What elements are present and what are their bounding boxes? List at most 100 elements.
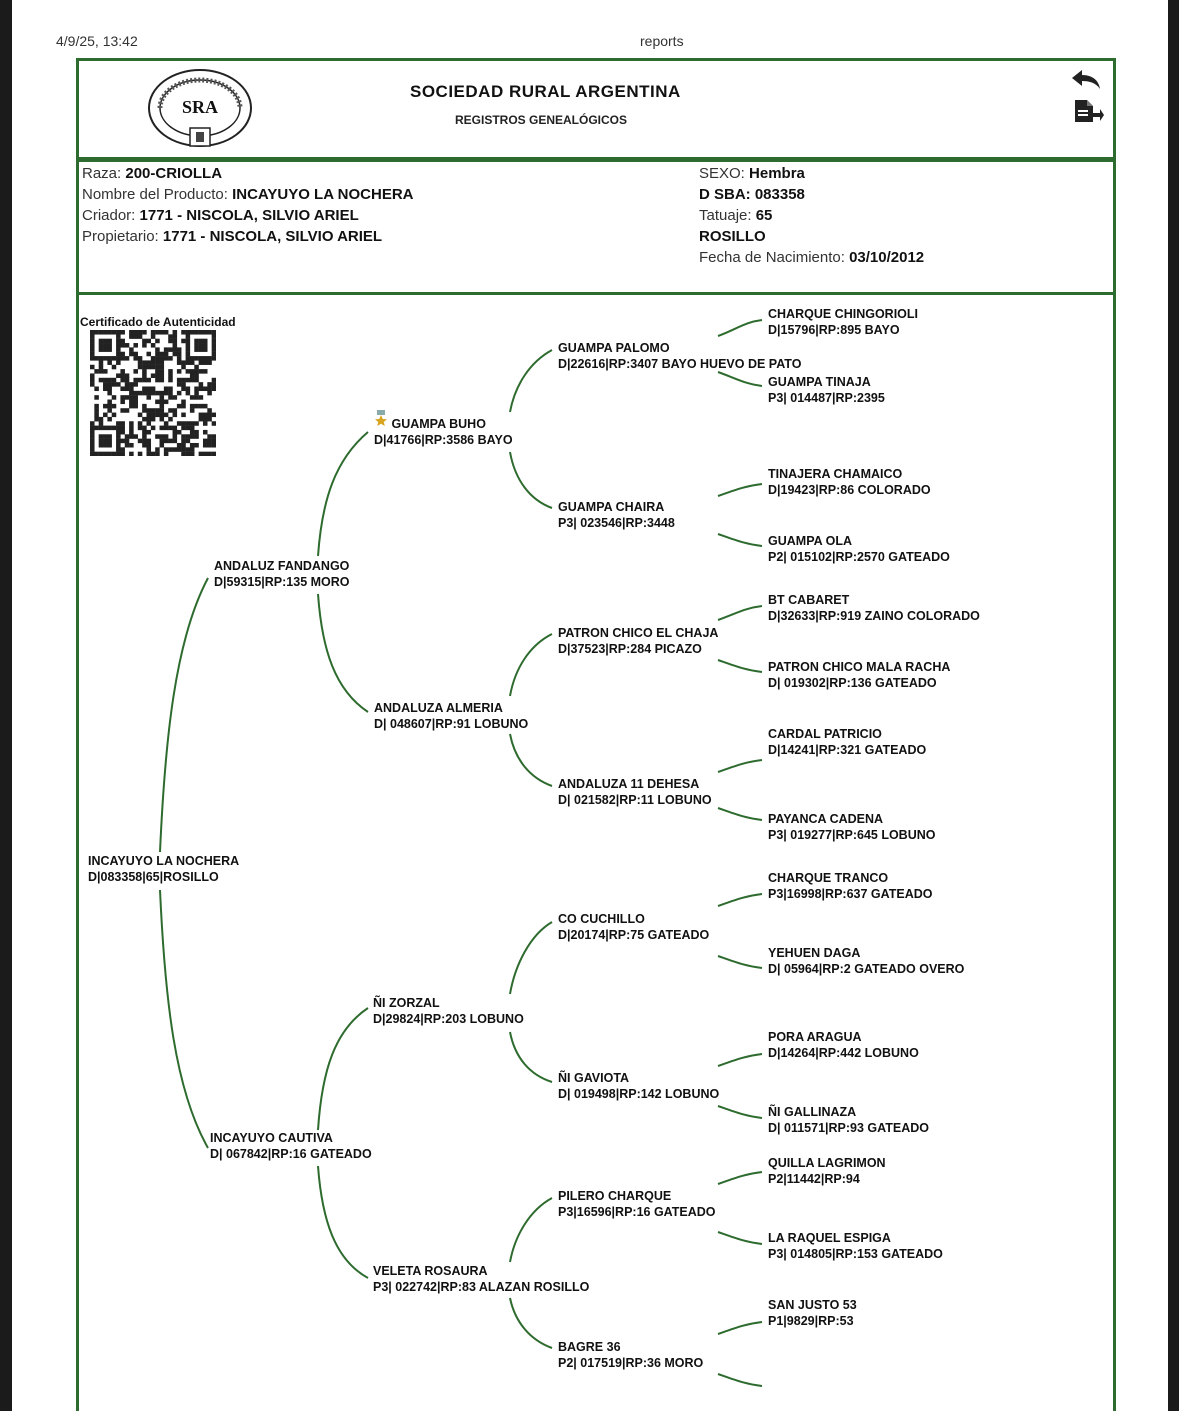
pedigree-gen2-node[interactable]: GUAMPA BUHO D|41766|RP:3586 BAYO: [374, 410, 513, 448]
pedigree-gen4-node[interactable]: GUAMPA OLA P2| 015102|RP:2570 GATEADO: [768, 533, 950, 565]
horse-registry: D| 021582|RP:11 LOBUNO: [558, 793, 712, 807]
criador-value: 1771 - NISCOLA, SILVIO ARIEL: [139, 207, 359, 224]
criador-row: Criador: 1771 - NISCOLA, SILVIO ARIEL: [82, 205, 413, 226]
report-page: [12, 0, 1168, 1411]
nombre-row: Nombre del Producto: INCAYUYO LA NOCHERA: [82, 184, 413, 205]
horse-name: INCAYUYO CAUTIVA: [210, 1131, 333, 1145]
horse-registry: D| 019498|RP:142 LOBUNO: [558, 1087, 720, 1101]
tatuaje-row: Tatuaje: 65: [699, 205, 924, 226]
pedigree-gen4-node[interactable]: PATRON CHICO MALA RACHA D| 019302|RP:136…: [768, 659, 950, 691]
horse-name: PAYANCA CADENA: [768, 812, 884, 826]
pedigree-gen3-node[interactable]: PATRON CHICO EL CHAJA D|37523|RP:284 PIC…: [558, 625, 718, 657]
horse-name: BAGRE 36: [558, 1340, 621, 1354]
horse-registry: D| 019302|RP:136 GATEADO: [768, 676, 937, 690]
horse-registry: D| 011571|RP:93 GATEADO: [768, 1121, 929, 1135]
back-arrow-icon[interactable]: [1070, 68, 1102, 95]
info-right: SEXO: Hembra D SBA: 083358 Tatuaje: 65 R…: [699, 163, 924, 268]
pedigree-gen4-node[interactable]: SAN JUSTO 53 P1|9829|RP:53: [768, 1297, 857, 1329]
pedigree-gen3-node[interactable]: BAGRE 36 P2| 017519|RP:36 MORO: [558, 1339, 703, 1371]
pedigree-gen4-node[interactable]: CHARQUE TRANCO P3|16998|RP:637 GATEADO: [768, 870, 932, 902]
criador-label: Criador:: [82, 207, 136, 224]
star-medal-icon: [374, 410, 388, 426]
horse-registry: D|37523|RP:284 PICAZO: [558, 642, 702, 656]
pedigree-gen3-node[interactable]: ANDALUZA 11 DEHESA D| 021582|RP:11 LOBUN…: [558, 776, 712, 808]
pedigree-gen4-node[interactable]: YEHUEN DAGA D| 05964|RP:2 GATEADO OVERO: [768, 945, 964, 977]
horse-registry: P3|16596|RP:16 GATEADO: [558, 1205, 716, 1219]
horse-name: ÑI GAVIOTA: [558, 1071, 630, 1085]
print-title: reports: [640, 33, 684, 49]
dsba-row: D SBA: 083358: [699, 184, 924, 205]
pedigree-root[interactable]: INCAYUYO LA NOCHERA D|083358|65|ROSILLO: [88, 853, 239, 885]
info-left: Raza: 200-CRIOLLA Nombre del Producto: I…: [82, 163, 413, 247]
horse-registry: P3| 014487|RP:2395: [768, 391, 885, 405]
horse-registry: P3| 023546|RP:3448: [558, 516, 675, 530]
print-datetime: 4/9/25, 13:42: [56, 33, 138, 49]
pedigree-gen2-node[interactable]: VELETA ROSAURA P3| 022742|RP:83 ALAZAN R…: [373, 1263, 589, 1295]
certificate-label: Certificado de Autenticidad: [80, 315, 236, 329]
horse-name: PORA ARAGUA: [768, 1030, 862, 1044]
horse-registry: D|15796|RP:895 BAYO: [768, 323, 900, 337]
raza-row: Raza: 200-CRIOLLA: [82, 163, 413, 184]
pedigree-gen2-node[interactable]: ÑI ZORZAL D|29824|RP:203 LOBUNO: [373, 995, 524, 1027]
horse-registry: P3| 019277|RP:645 LOBUNO: [768, 828, 936, 842]
horse-name: QUILLA LAGRIMON: [768, 1156, 886, 1170]
horse-registry: D| 05964|RP:2 GATEADO OVERO: [768, 962, 965, 976]
sexo-row: SEXO: Hembra: [699, 163, 924, 184]
horse-registry: P2|11442|RP:94: [768, 1172, 860, 1186]
pedigree-frame-left: [76, 294, 79, 1411]
pedigree-frame-right: [1113, 294, 1116, 1411]
qr-code[interactable]: [90, 330, 217, 461]
horse-name: ANDALUZA 11 DEHESA: [558, 777, 700, 791]
horse-name: ANDALUZ FANDANGO: [214, 559, 350, 573]
pedigree-gen4-node[interactable]: LA RAQUEL ESPIGA P3| 014805|RP:153 GATEA…: [768, 1230, 943, 1262]
horse-registry: D|14264|RP:442 LOBUNO: [768, 1046, 919, 1060]
org-name: SOCIEDAD RURAL ARGENTINA: [410, 82, 681, 101]
document-export-icon[interactable]: [1073, 99, 1105, 128]
horse-name: GUAMPA BUHO: [391, 417, 486, 431]
nombre-value: INCAYUYO LA NOCHERA: [232, 186, 414, 203]
horse-name: ANDALUZA ALMERIA: [374, 701, 503, 715]
propietario-label: Propietario:: [82, 228, 159, 245]
sexo-value: Hembra: [749, 165, 805, 182]
pedigree-gen3-node[interactable]: GUAMPA PALOMO D|22616|RP:3407 BAYO HUEVO…: [558, 340, 801, 372]
pedigree-gen3-node[interactable]: ÑI GAVIOTA D| 019498|RP:142 LOBUNO: [558, 1070, 719, 1102]
horse-name: CO CUCHILLO: [558, 912, 645, 926]
pedigree-gen3-node[interactable]: CO CUCHILLO D|20174|RP:75 GATEADO: [558, 911, 709, 943]
nacimiento-row: Fecha de Nacimiento: 03/10/2012: [699, 247, 924, 268]
pedigree-gen3-node[interactable]: GUAMPA CHAIRA P3| 023546|RP:3448: [558, 499, 675, 531]
horse-registry: D|20174|RP:75 GATEADO: [558, 928, 710, 942]
pedigree-gen3-node[interactable]: PILERO CHARQUE P3|16596|RP:16 GATEADO: [558, 1188, 716, 1220]
horse-registry: D|41766|RP:3586 BAYO: [374, 433, 513, 447]
horse-name: CHARQUE TRANCO: [768, 871, 889, 885]
pedigree-gen4-node[interactable]: BT CABARET D|32633|RP:919 ZAINO COLORADO: [768, 592, 980, 624]
pelaje-value: ROSILLO: [699, 228, 766, 245]
pedigree-gen4-node[interactable]: PORA ARAGUA D|14264|RP:442 LOBUNO: [768, 1029, 919, 1061]
pedigree-gen2-node[interactable]: ANDALUZA ALMERIA D| 048607|RP:91 LOBUNO: [374, 700, 528, 732]
pedigree-gen4-node[interactable]: CARDAL PATRICIO D|14241|RP:321 GATEADO: [768, 726, 926, 758]
horse-name: LA RAQUEL ESPIGA: [768, 1231, 891, 1245]
pedigree-gen4-node[interactable]: GUAMPA TINAJA P3| 014487|RP:2395: [768, 374, 885, 406]
pedigree-gen4-node[interactable]: QUILLA LAGRIMON P2|11442|RP:94: [768, 1155, 886, 1187]
horse-name: VELETA ROSAURA: [373, 1264, 488, 1278]
propietario-row: Propietario: 1771 - NISCOLA, SILVIO ARIE…: [82, 226, 413, 247]
horse-registry: P3| 022742|RP:83 ALAZAN ROSILLO: [373, 1280, 590, 1294]
pedigree-dam[interactable]: INCAYUYO CAUTIVA D| 067842|RP:16 GATEADO: [210, 1130, 372, 1162]
pedigree-gen4-node[interactable]: CHARQUE CHINGORIOLI D|15796|RP:895 BAYO: [768, 306, 918, 338]
propietario-value: 1771 - NISCOLA, SILVIO ARIEL: [162, 228, 383, 245]
pedigree-gen4-node[interactable]: ÑI GALLINAZA D| 011571|RP:93 GATEADO: [768, 1104, 929, 1136]
pedigree-gen4-node[interactable]: TINAJERA CHAMAICO D|19423|RP:86 COLORADO: [768, 466, 931, 498]
horse-name: CARDAL PATRICIO: [768, 727, 882, 741]
tatuaje-value: 65: [755, 207, 773, 224]
horse-name: INCAYUYO LA NOCHERA: [88, 854, 240, 868]
horse-registry: D| 067842|RP:16 GATEADO: [210, 1147, 372, 1161]
horse-registry: P3|16998|RP:637 GATEADO: [768, 887, 933, 901]
horse-registry: D|59315|RP:135 MORO: [214, 575, 350, 589]
pelaje-row: ROSILLO: [699, 226, 924, 247]
nacimiento-value: 03/10/2012: [849, 249, 925, 266]
horse-registry: P2| 015102|RP:2570 GATEADO: [768, 550, 950, 564]
pedigree-gen4-node[interactable]: PAYANCA CADENA P3| 019277|RP:645 LOBUNO: [768, 811, 936, 843]
horse-name: GUAMPA OLA: [768, 534, 853, 548]
pedigree-sire[interactable]: ANDALUZ FANDANGO D|59315|RP:135 MORO: [214, 558, 350, 590]
nombre-label: Nombre del Producto:: [82, 186, 228, 203]
